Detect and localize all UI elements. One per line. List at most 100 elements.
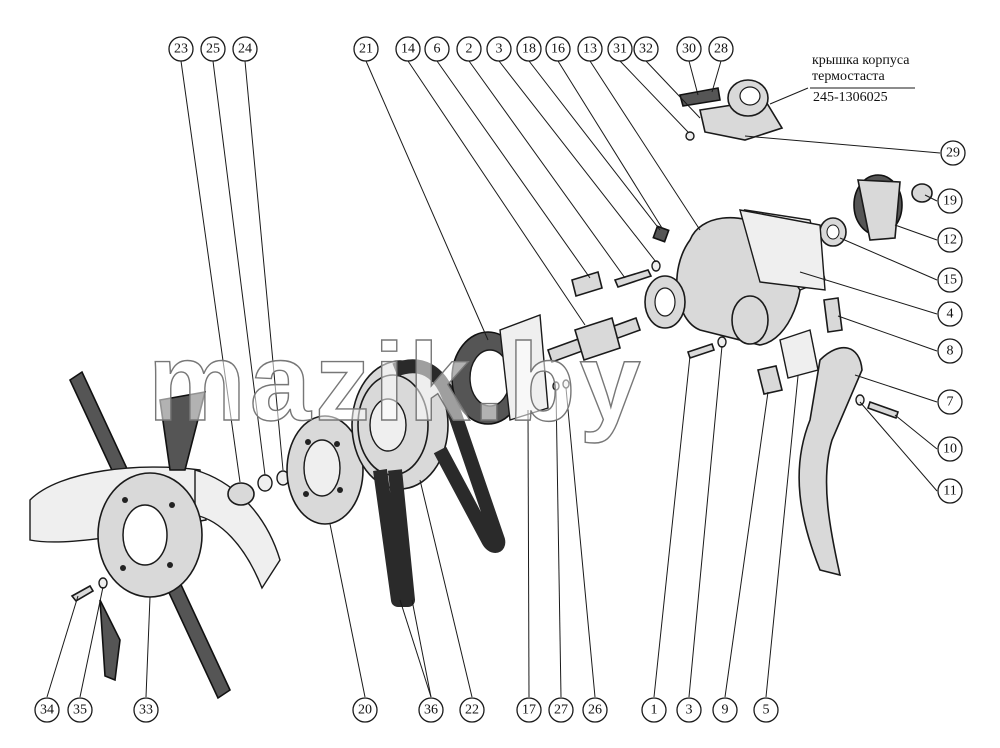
- washer-3b: [717, 336, 727, 348]
- callout-33: 33: [133, 697, 159, 723]
- pipe-7: [798, 346, 863, 577]
- bolt-2: [613, 269, 653, 288]
- svg-text:26: 26: [588, 703, 602, 718]
- belts-36: [373, 359, 506, 607]
- svg-text:33: 33: [139, 703, 153, 718]
- washer-35: [98, 577, 108, 589]
- svg-text:27: 27: [554, 703, 568, 718]
- callout-17: 17: [516, 697, 542, 723]
- svg-text:3: 3: [496, 42, 503, 57]
- svg-text:1: 1: [651, 703, 658, 718]
- svg-text:15: 15: [943, 273, 957, 288]
- callout-4: 4: [937, 301, 963, 327]
- callout-21: 21: [353, 36, 379, 62]
- callout-2: 2: [456, 36, 482, 62]
- bush-6: [571, 270, 603, 298]
- bolt-1: [686, 342, 716, 360]
- svg-text:24: 24: [238, 42, 252, 57]
- svg-text:9: 9: [722, 703, 729, 718]
- callout-24: 24: [232, 36, 258, 62]
- callout-7: 7: [937, 389, 963, 415]
- svg-text:25: 25: [206, 42, 220, 57]
- callout-1: 1: [641, 697, 667, 723]
- svg-text:22: 22: [465, 703, 479, 718]
- washer-11: [855, 394, 865, 406]
- callout-13: 13: [577, 36, 603, 62]
- bushing-15: [819, 217, 847, 247]
- watermark-text: mazik.by: [148, 321, 645, 444]
- gasket-5: [779, 329, 819, 379]
- svg-text:10: 10: [943, 442, 957, 457]
- callout-14: 14: [395, 36, 421, 62]
- callout-22: 22: [459, 697, 485, 723]
- svg-text:14: 14: [401, 42, 415, 57]
- thermostat-cover-29: [699, 79, 784, 141]
- callout-27: 27: [548, 697, 574, 723]
- bolt-10: [866, 400, 900, 420]
- callout-11: 11: [937, 478, 963, 504]
- plug-9: [757, 365, 783, 395]
- callout-19: 19: [937, 188, 963, 214]
- svg-text:21: 21: [359, 42, 373, 57]
- gasket-4: [739, 209, 826, 291]
- fan-33: [29, 370, 281, 700]
- spring-16: [652, 225, 670, 243]
- callout-29: 29: [940, 140, 966, 166]
- callout-6: 6: [424, 36, 450, 62]
- caption-line2: термостаста: [812, 69, 886, 84]
- callouts: 23 25 24 21 14 6 2 3 18 16 13 31 32 30 2…: [34, 36, 966, 723]
- svg-text:32: 32: [639, 42, 653, 57]
- leader-lines: [46, 60, 941, 698]
- svg-text:36: 36: [424, 703, 438, 718]
- plug-23: [227, 482, 255, 506]
- bolt-34: [70, 584, 95, 603]
- washer-32: [685, 131, 695, 141]
- callout-31: 31: [607, 36, 633, 62]
- svg-text:19: 19: [943, 194, 957, 209]
- callout-35: 35: [67, 697, 93, 723]
- svg-text:34: 34: [40, 703, 54, 718]
- callout-12: 12: [937, 227, 963, 253]
- callout-10: 10: [937, 436, 963, 462]
- svg-text:30: 30: [682, 42, 696, 57]
- svg-text:35: 35: [73, 703, 87, 718]
- svg-text:7: 7: [947, 395, 954, 410]
- callout-26: 26: [582, 697, 608, 723]
- fitting-8: [823, 297, 843, 333]
- pulley-22: [351, 360, 449, 490]
- callout-18: 18: [516, 36, 542, 62]
- shaft-14: [546, 316, 642, 364]
- callout-9: 9: [712, 697, 738, 723]
- svg-text:17: 17: [522, 703, 536, 718]
- callout-3-bottom: 3: [676, 697, 702, 723]
- callout-34: 34: [34, 697, 60, 723]
- callout-28: 28: [708, 36, 734, 62]
- svg-text:6: 6: [434, 42, 441, 57]
- ring-25: [257, 474, 273, 492]
- callout-23: 23: [168, 36, 194, 62]
- svg-text:16: 16: [551, 42, 565, 57]
- impeller-12: [853, 174, 903, 241]
- callout-16: 16: [545, 36, 571, 62]
- callout-3-top: 3: [486, 36, 512, 62]
- svg-text:20: 20: [358, 703, 372, 718]
- nut-19: [911, 183, 933, 203]
- caption-part-number: 245-1306025: [813, 90, 888, 105]
- washer-3: [651, 260, 661, 272]
- callout-25: 25: [200, 36, 226, 62]
- svg-text:2: 2: [466, 42, 473, 57]
- seal-housing-17: [451, 314, 549, 425]
- svg-text:12: 12: [943, 233, 957, 248]
- svg-text:31: 31: [613, 42, 627, 57]
- caption: крышка корпуса термостаста 245-1306025: [812, 53, 910, 105]
- svg-text:13: 13: [583, 42, 597, 57]
- svg-text:23: 23: [174, 42, 188, 57]
- svg-text:4: 4: [947, 307, 954, 322]
- callout-5: 5: [753, 697, 779, 723]
- svg-text:11: 11: [943, 484, 956, 499]
- hub-20: [286, 415, 364, 525]
- bracket-30: [678, 87, 721, 107]
- callout-15: 15: [937, 267, 963, 293]
- svg-text:8: 8: [947, 344, 954, 359]
